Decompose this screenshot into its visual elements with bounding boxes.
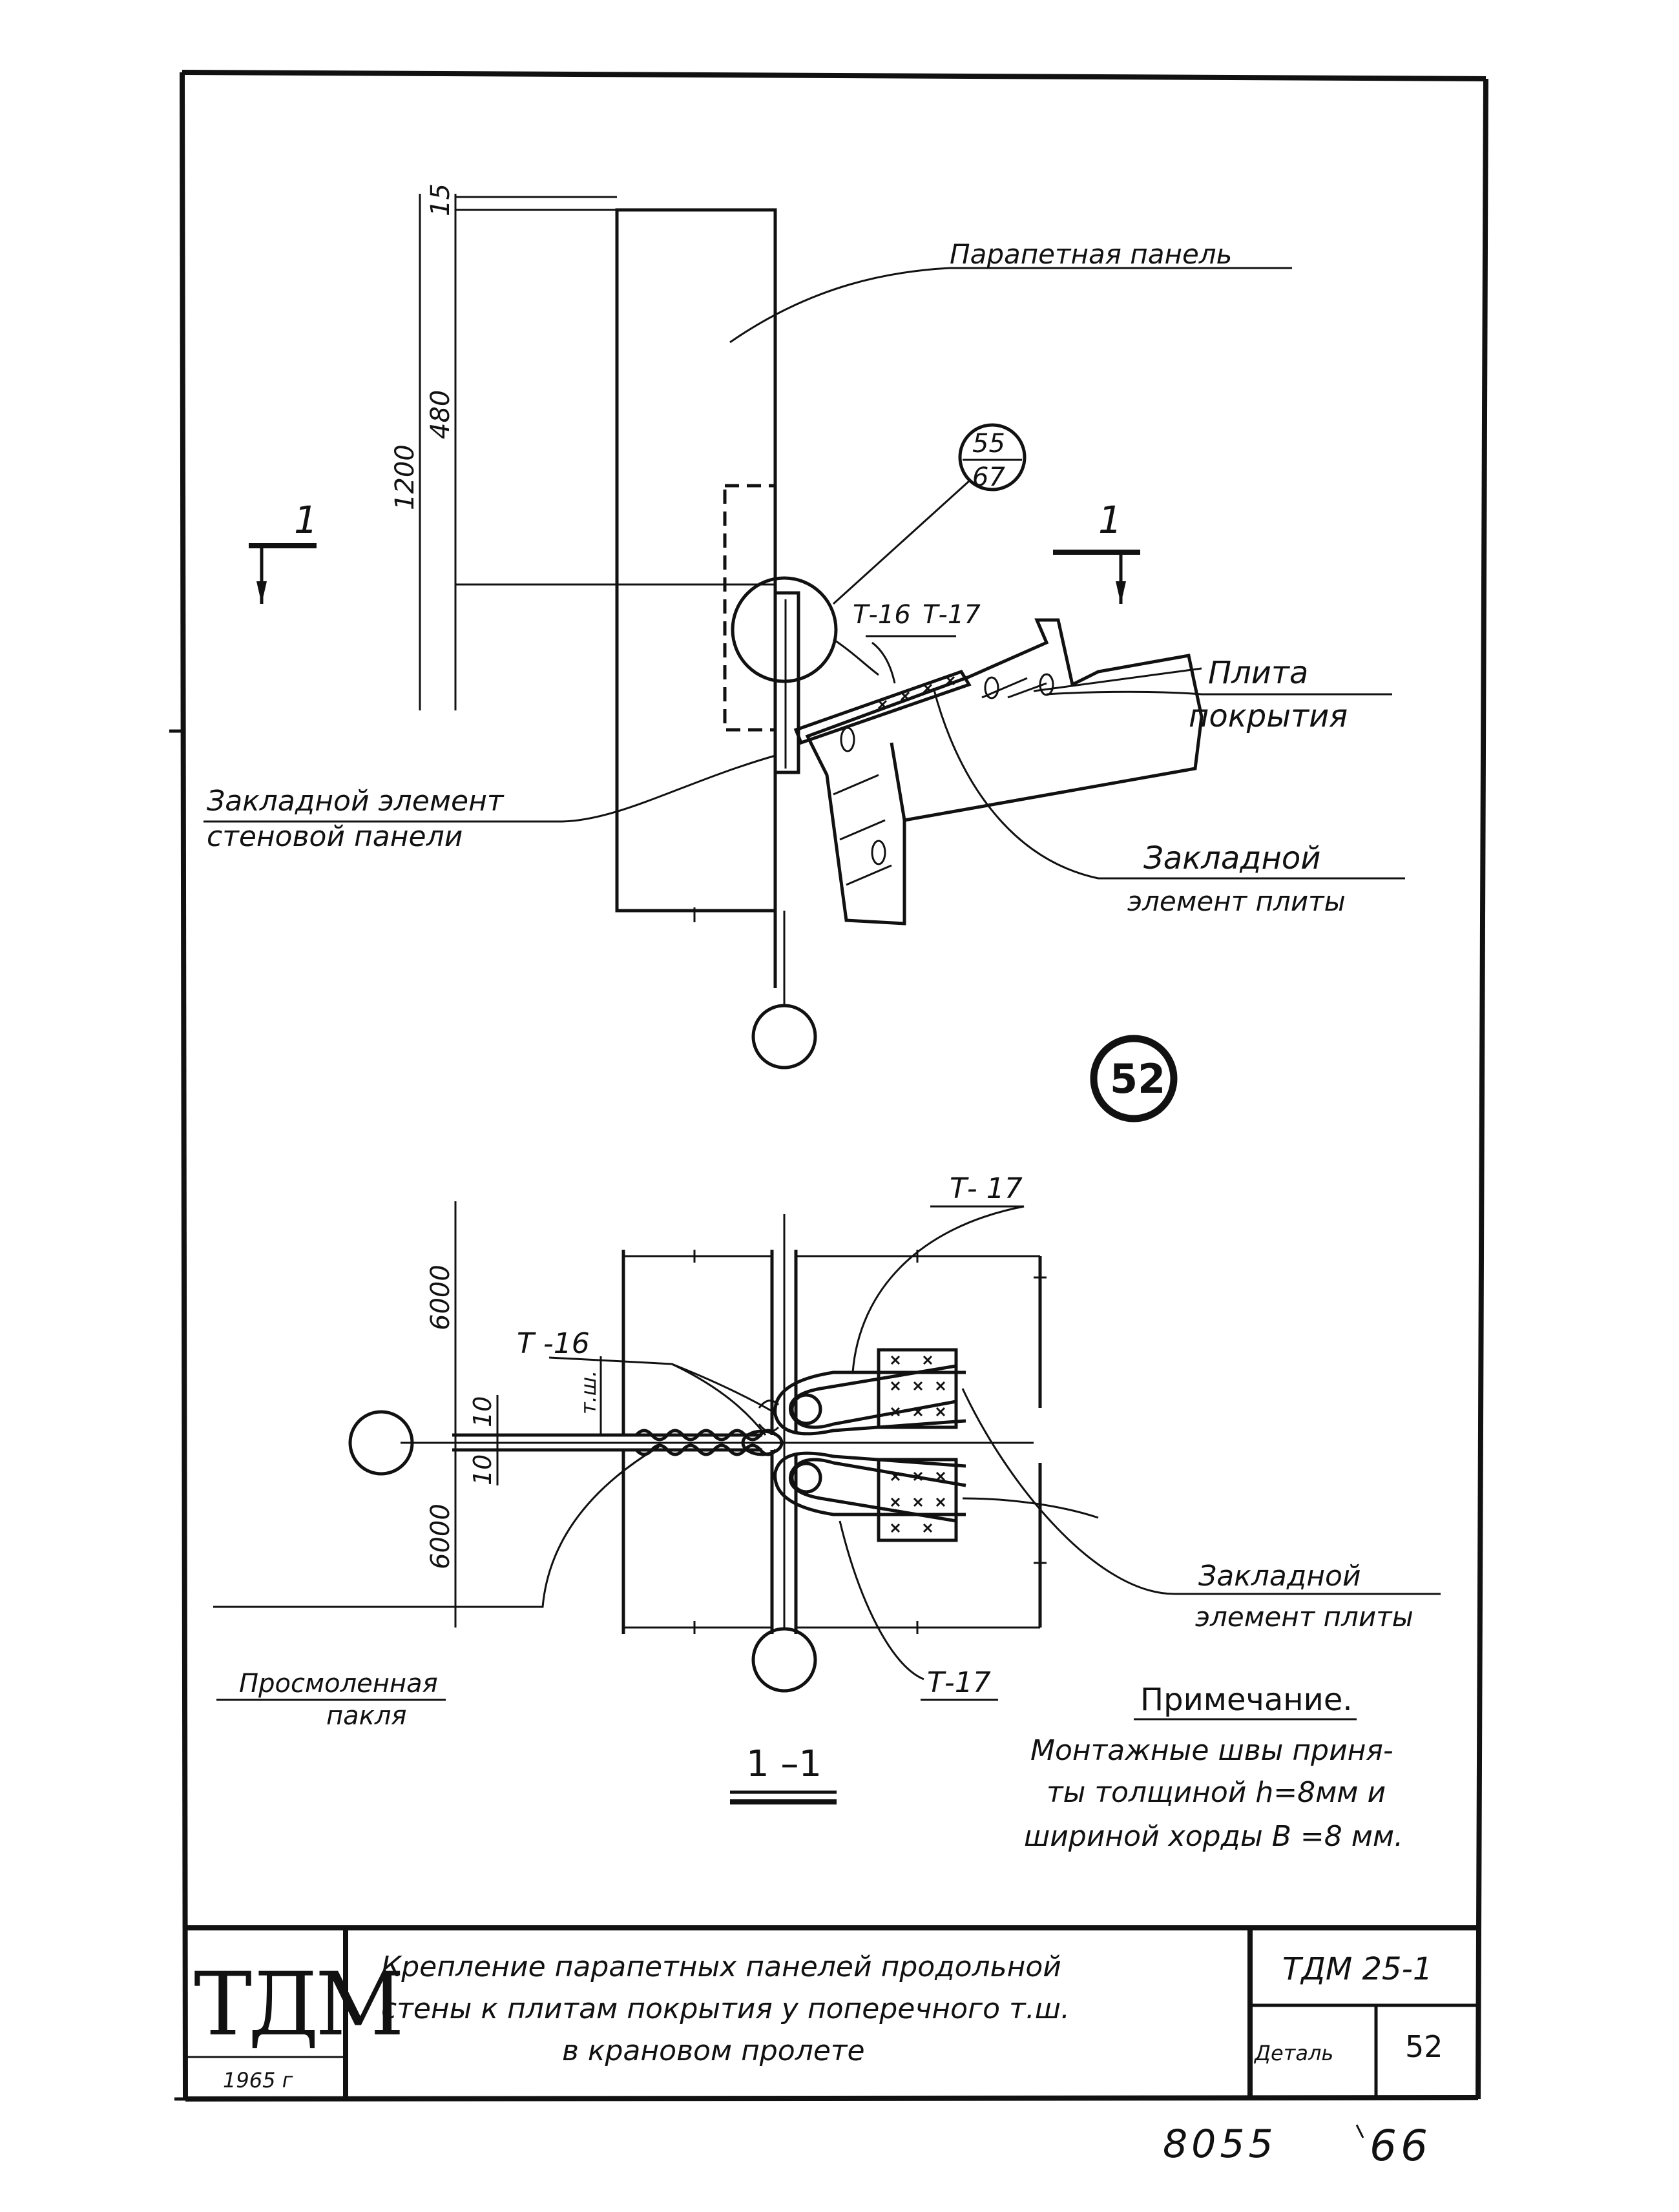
dim-6000-upper: 6000 <box>426 1265 455 1330</box>
label-slab-1: Плита <box>1208 655 1308 691</box>
title-block-logo: ТДМ <box>194 1954 401 2055</box>
label-slab-embed-2: элемент плиты <box>1127 885 1346 917</box>
dim-lines-section <box>452 1201 602 1628</box>
top-view: 15 480 1200 1 1 55 67 <box>203 183 1405 1070</box>
wall-embed-plate <box>773 591 800 774</box>
roof-slab <box>793 618 1204 925</box>
dim-10-upper: 10 <box>468 1396 497 1427</box>
title-block-year: 1965 г <box>223 2068 293 2093</box>
note-line-1: Монтажные швы приня- <box>1030 1734 1393 1767</box>
label-wall-embed-2: стеновой панели <box>207 820 463 853</box>
label-tow-2: пакля <box>326 1701 406 1731</box>
axis-marker-left <box>348 1410 414 1476</box>
title-line-1: Крепление парапетных панелей продольной <box>381 1950 1061 1983</box>
label-slab-embed-1: Закладной <box>1143 840 1320 876</box>
axis-marker-top <box>751 1004 817 1070</box>
title-block-detail-label: Деталь <box>1253 2041 1333 2065</box>
svg-text:1: 1 <box>1098 498 1122 542</box>
dim-lines-top <box>419 194 775 710</box>
detail-circle <box>731 576 838 683</box>
dim-480: 480 <box>426 390 455 439</box>
axis-marker-bottom <box>751 1627 817 1693</box>
detail-number-badge: 52 <box>1090 1035 1178 1122</box>
section-title: 1 –1 <box>746 1743 822 1785</box>
label-section-t17-top: Т- 17 <box>950 1172 1023 1205</box>
section-marker-left: 1 <box>249 498 318 604</box>
lower-slab-embed <box>773 1451 966 1542</box>
note-title: Примечание. <box>1140 1682 1353 1718</box>
label-parapet-panel: Парапетная панель <box>950 238 1232 270</box>
parapet-panel-outline <box>615 208 777 913</box>
lower-panel-dashed <box>723 484 777 732</box>
label-section-slab-embed-1: Закладной <box>1198 1560 1361 1593</box>
svg-text:52: 52 <box>1110 1055 1165 1102</box>
label-weld-t17: Т-17 <box>923 600 981 630</box>
dim-1200: 1200 <box>390 444 420 510</box>
callout-55-67: 55 67 <box>832 423 1027 605</box>
svg-text:55: 55 <box>972 429 1005 459</box>
note-line-2: ты толщиной h=8мм и <box>1047 1776 1386 1809</box>
label-slab-2: покрытия <box>1189 698 1348 734</box>
note-line-3: шириной хорды B =8 мм. <box>1024 1820 1403 1853</box>
note-block: Примечание. Монтажные швы приня- ты толщ… <box>1024 1682 1403 1853</box>
sheet-frame <box>169 70 1488 2102</box>
label-tow-1: Просмоленная <box>239 1669 438 1699</box>
section-view: 6000 10 10 6000 т.ш. Т- 17 Т -16 Закладн… <box>213 1172 1441 1804</box>
label-section-t17-bottom: Т-17 <box>927 1666 991 1699</box>
dim-10-lower: 10 <box>468 1454 497 1485</box>
title-line-2: стены к плитам покрытия у поперечного т.… <box>381 1992 1070 2025</box>
title-block-detail-value: 52 <box>1405 2029 1443 2064</box>
svg-text:67: 67 <box>972 462 1005 492</box>
label-section-t16: Т -16 <box>517 1327 590 1360</box>
title-line-3: в крановом пролете <box>562 2034 865 2067</box>
dim-15: 15 <box>426 183 455 216</box>
upper-slab-embed <box>758 1348 966 1436</box>
footer: 8055 66 <box>1163 2121 1432 2171</box>
title-block: ТДМ 1965 г Крепление парапетных панелей … <box>187 1928 1479 2099</box>
footer-sheet-code: 8055 <box>1163 2122 1277 2167</box>
title-block-series: ТДМ 25-1 <box>1282 1951 1432 1987</box>
section-marker-right: 1 <box>1053 498 1140 604</box>
svg-text:1: 1 <box>294 498 318 542</box>
label-section-slab-embed-2: элемент плиты <box>1195 1601 1413 1633</box>
label-weld-t16: Т-16 <box>853 600 911 630</box>
section-panels <box>621 1250 1047 1634</box>
label-wall-embed-1: Закладной элемент <box>207 785 505 818</box>
dim-6000-lower: 6000 <box>426 1504 455 1569</box>
footer-page: 66 <box>1370 2121 1432 2171</box>
dim-joint-tsh: т.ш. <box>576 1370 601 1414</box>
